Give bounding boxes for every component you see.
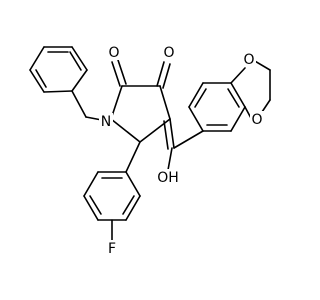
bonds <box>29 46 271 241</box>
bond-fph-d3 <box>122 195 135 215</box>
bond-ph-6 <box>43 90 73 93</box>
bond-ch2-ph <box>71 90 87 118</box>
atom-label-o-carbonyl-2: O <box>108 45 119 61</box>
bond-c3-o3-a <box>156 61 165 87</box>
atom-label-oh: OH <box>157 170 179 186</box>
atom-o2: O <box>107 44 121 61</box>
atom-label-n: N <box>101 114 111 130</box>
bond-ph-d1 <box>69 51 82 71</box>
bond-c2-o2-b <box>117 59 127 85</box>
atom-f: F <box>105 240 119 257</box>
atom-o3: O <box>162 44 176 61</box>
bond-bd-d1 <box>194 88 207 108</box>
bond-ph-1 <box>71 69 88 92</box>
bond-fph-5 <box>125 195 141 221</box>
atom-n1: N <box>99 113 113 130</box>
atom-o-dioxane-lower: O <box>250 111 264 128</box>
bond-c5-fph <box>125 141 141 173</box>
atom-labels: N O O OH F O O <box>99 44 264 257</box>
bond-diox-4 <box>261 99 271 113</box>
bond-c4-cexo-a <box>169 118 175 149</box>
bond-cexo-aryl <box>173 130 204 149</box>
bond-diox-1 <box>230 67 246 84</box>
bond-fph-6 <box>125 171 141 197</box>
bond-fph-3 <box>83 195 99 221</box>
bond-bd-4 <box>230 82 246 108</box>
atom-label-o-dioxane-upper: O <box>243 52 254 68</box>
atom-o-dioxane-upper: O <box>242 51 256 68</box>
bond-c5-n1 <box>110 118 141 143</box>
bond-ph-4 <box>29 46 45 71</box>
bond-bd-2 <box>188 82 204 108</box>
bond-ph-d2 <box>35 69 47 88</box>
bond-fph-2 <box>83 171 99 197</box>
bond-bd-1 <box>188 106 204 132</box>
atom-label-o-carbonyl-3: O <box>163 45 174 61</box>
bond-c4-cexo-b <box>163 120 169 150</box>
atom-label-o-dioxane-lower: O <box>251 112 262 128</box>
bond-ph-2 <box>71 46 88 71</box>
bond-c3-o3-b <box>162 63 171 89</box>
bond-cexo-oh <box>167 147 173 171</box>
bond-bd-d2 <box>227 88 240 108</box>
bond-c2-o2-a <box>111 61 121 87</box>
atom-label-f: F <box>108 241 116 257</box>
atom-oh: OH <box>156 169 180 186</box>
molecule-structure: N O O OH F O O <box>29 44 271 257</box>
bond-bd-5 <box>230 106 246 132</box>
bond-c3-c4 <box>159 85 171 120</box>
bond-fph-d2 <box>89 195 102 215</box>
bond-ph-5 <box>29 69 45 93</box>
